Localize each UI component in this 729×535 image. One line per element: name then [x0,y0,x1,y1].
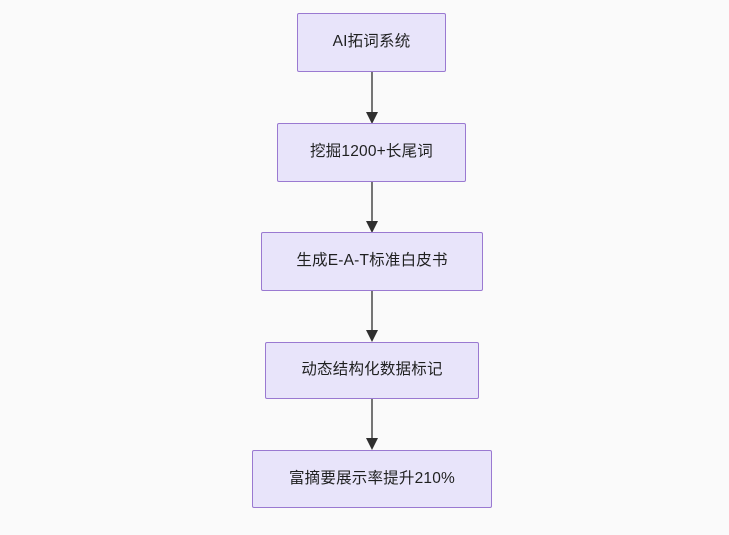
flow-node-label: AI拓词系统 [332,33,411,51]
flow-node-label: 生成E-A-T标准白皮书 [296,252,448,270]
flow-node-label: 富摘要展示率提升210% [288,469,456,487]
edge-n4-n5 [366,399,378,450]
flow-node-dynamic-structured-data-markup[interactable]: 动态结构化数据标记 [265,342,479,399]
edge-n2-n3 [366,182,378,233]
flow-node-label: 挖掘1200+长尾词 [309,143,434,161]
edge-n3-n4 [366,291,378,342]
flow-node-generate-eat-whitepaper[interactable]: 生成E-A-T标准白皮书 [261,232,483,291]
flow-node-rich-snippet-rate-increase[interactable]: 富摘要展示率提升210% [252,450,492,508]
flow-node-label: 动态结构化数据标记 [301,361,443,379]
edge-n1-n2 [366,72,378,124]
flow-node-mine-longtail-keywords[interactable]: 挖掘1200+长尾词 [277,123,466,182]
flow-node-ai-keyword-system[interactable]: AI拓词系统 [297,13,446,72]
